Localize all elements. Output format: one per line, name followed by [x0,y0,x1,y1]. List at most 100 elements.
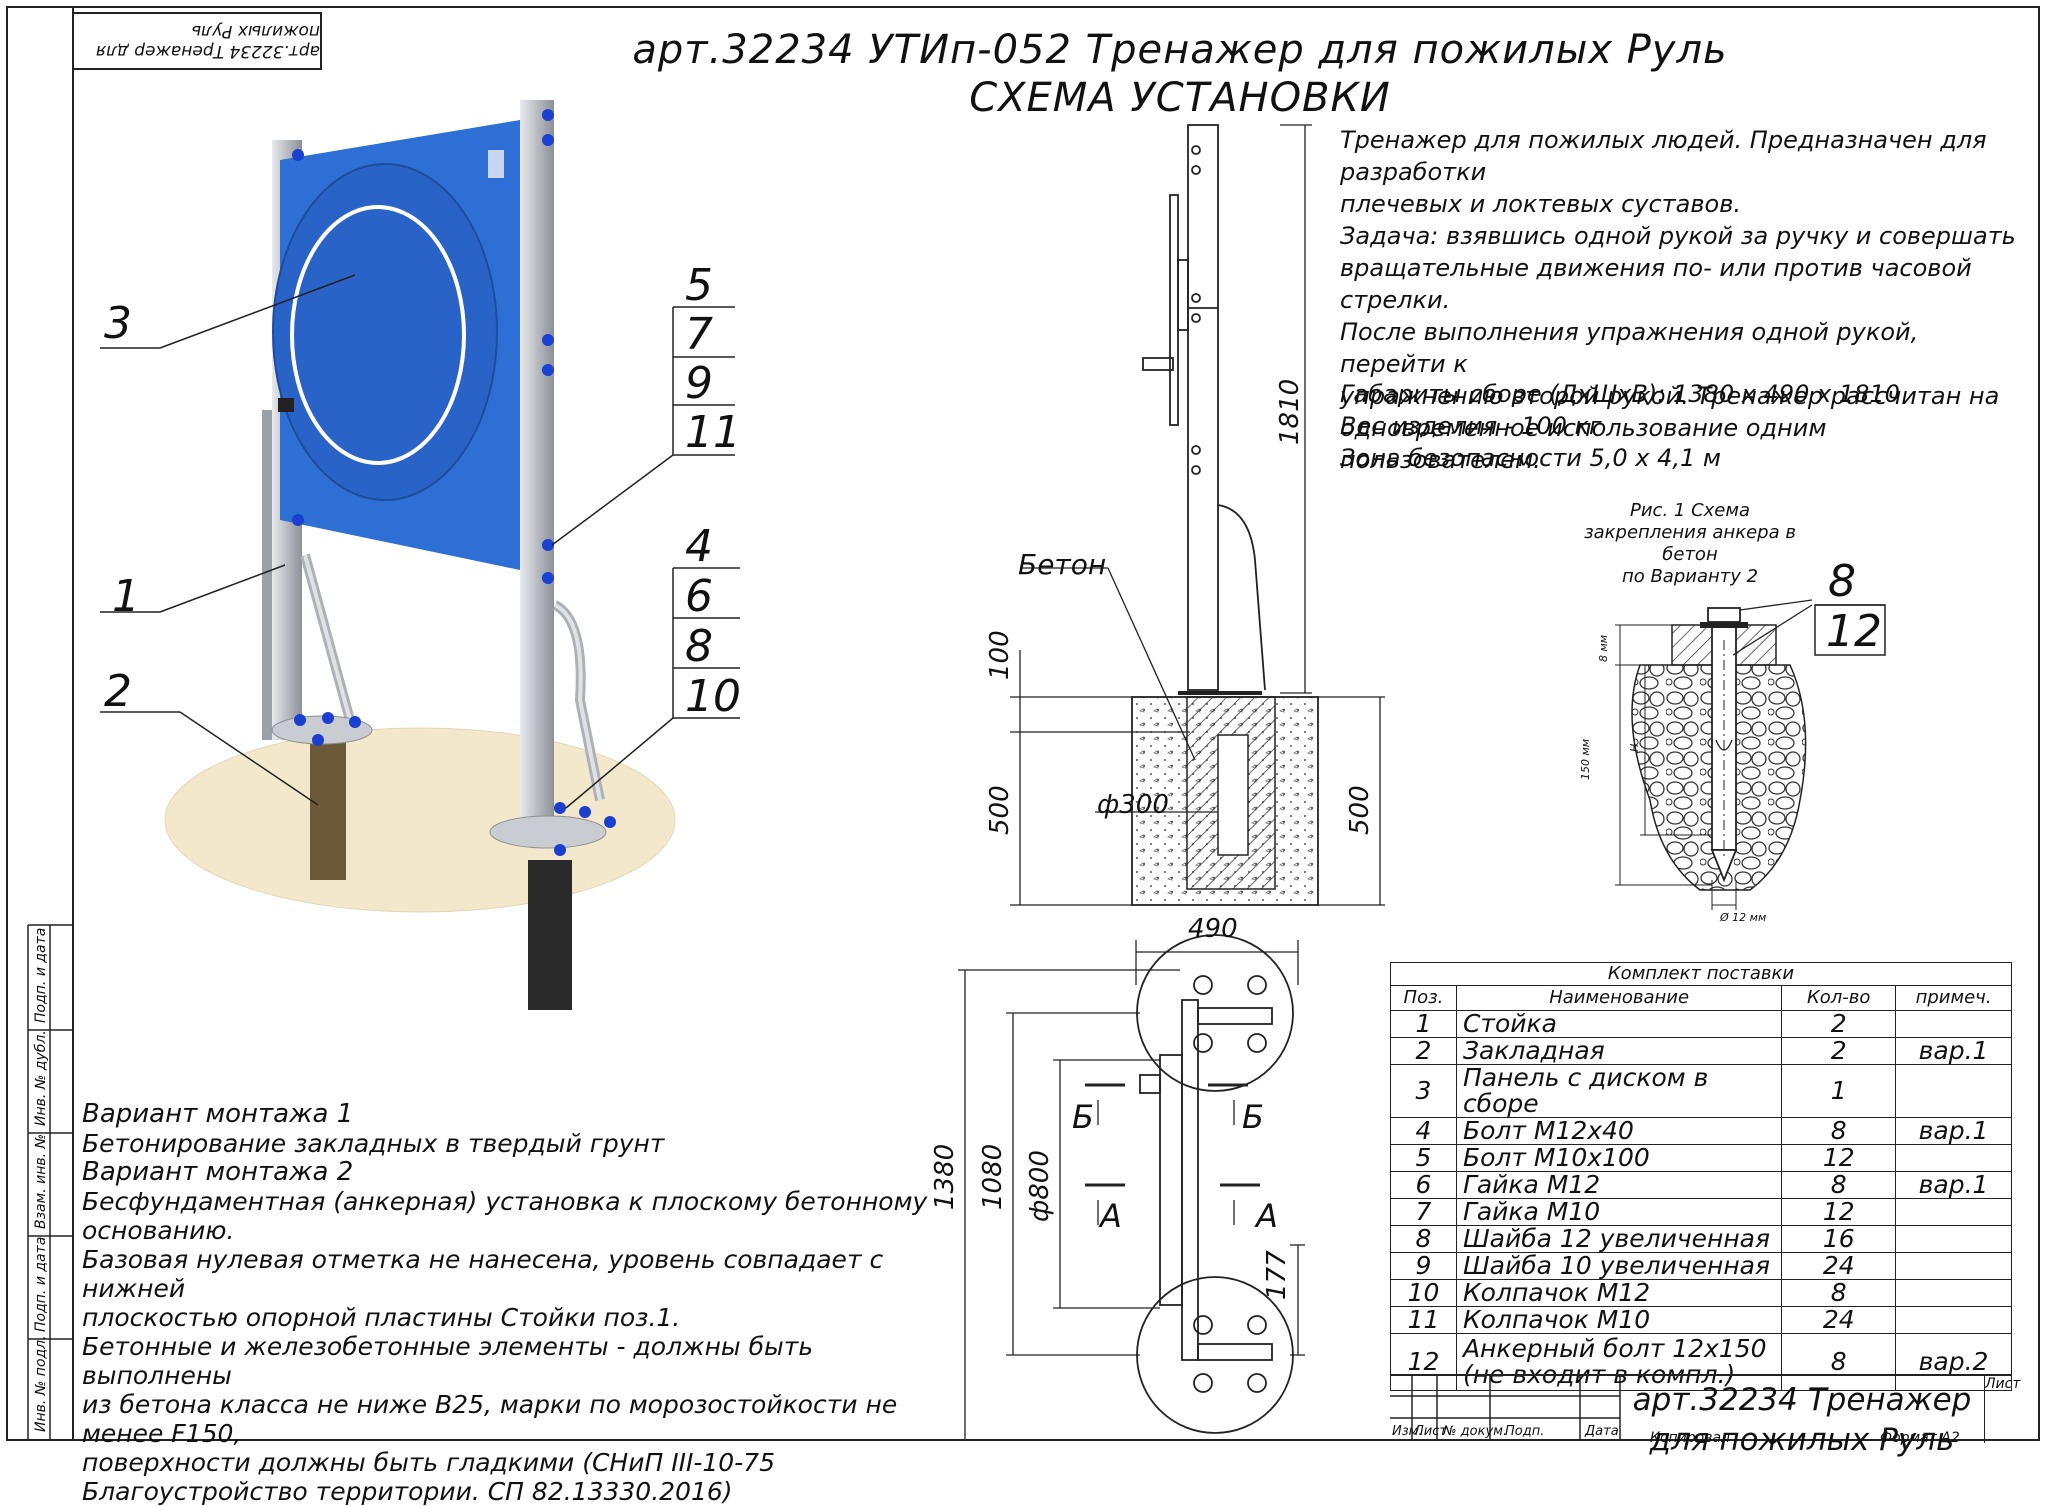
kit-cell-name: Колпачок М12 [1455,1279,1783,1307]
kit-cell-note [1895,1306,2012,1334]
kit-caption: Комплект поставки [1390,962,2012,986]
kit-cell-pos: 10 [1390,1279,1457,1307]
kit-cell-name: Панель с диском в сборе [1455,1064,1783,1118]
dim-100: 100 [985,630,1015,680]
kit-cell-note: вар.1 [1895,1171,2012,1199]
callout-7: 7 [685,309,713,360]
dimensions-line: Зона безопасности 5,0 х 4,1 м [1340,444,1722,472]
kit-cell-name: Шайба 12 увеличенная [1455,1225,1783,1253]
callout-1: 1 [112,571,140,622]
caption-line: Рис. 1 Схема [1630,500,1750,521]
kit-table: Комплект поставки Поз. Наименование Кол-… [1390,962,2012,1391]
callout-10: 10 [685,671,741,722]
note-heading: Вариант монтажа 2 [82,1157,354,1187]
kit-cell-pos: 1 [1390,1010,1457,1038]
kit-cell-note [1895,1198,2012,1226]
kit-cell-pos: 9 [1390,1252,1457,1280]
equipment-illustration [164,100,676,1010]
side-stamp-label: Подп. и дата [33,927,49,1023]
top-view-dimensions [958,969,1305,1441]
anchor-dim-150: 150 мм [1579,738,1592,780]
tb-col-date: Дата [1585,1424,1619,1439]
note-line: из бетона класса не ниже В25, марки по м… [82,1390,898,1448]
kit-cell-name: Стойка [1455,1010,1783,1038]
side-stamp-label: Инв. № подл. [33,1335,49,1432]
tb-col-list: Лист [1414,1424,1447,1439]
description-line: Задача: взявшись одной рукой за ручку и … [1340,222,2016,250]
kit-cell-qty: 2 [1781,1037,1897,1065]
kit-cell-qty: 8 [1781,1171,1897,1199]
title-line-2: СХЕМА УСТАНОВКИ [969,75,1391,121]
side-stamp-label: Подп. и дата [33,1236,49,1332]
note-line: Бесфундаментная (анкерная) установка к п… [82,1187,928,1245]
kit-cell-pos: 2 [1390,1037,1457,1065]
page-title: арт.32234 УТИп-052 Тренажер для пожилых … [560,26,1800,122]
kit-header-note: примеч. [1895,985,2012,1011]
kit-cell-note [1895,1279,2012,1307]
kit-cell-qty: 12 [1781,1198,1897,1226]
kit-cell-qty: 8 [1781,1117,1897,1145]
top-view [1085,934,1294,1434]
kit-cell-pos: 8 [1390,1225,1457,1253]
caption-line: по Варианту 2 [1621,566,1759,587]
kit-cell-note [1895,1144,2012,1172]
kit-cell-pos: 7 [1390,1198,1457,1226]
caption-line: закрепления анкера в бетон [1584,522,1796,565]
callout-2: 2 [104,666,132,717]
product-dimensions: Габариты сборе (ДхШхВ): 1380 х 490 х 181… [1340,378,2020,474]
table-row: 12 Анкерный болт 12х150(не входит в комп… [1390,1333,2012,1391]
kit-cell-qty: 2 [1781,1010,1897,1038]
product-description: Тренажер для пожилых людей. Предназначен… [1340,124,2020,476]
callout-5: 5 [685,260,713,311]
drawing-sheet: арт.32234 Тренажер для пожилых Руль арт.… [6,6,2040,1506]
dim-300: ф300 [1097,790,1169,820]
callout-11: 11 [685,407,741,458]
dimensions-line: Вес изделия - 100 кг [1340,412,1602,440]
callout-8: 8 [685,621,713,672]
side-elevation [1142,124,1266,695]
kit-cell-note [1895,1225,2012,1253]
kit-cell-qty: 24 [1781,1252,1897,1280]
kit-cell-note: вар.1 [1895,1037,2012,1065]
callout-leaders [100,274,740,809]
kit-cell-name: Шайба 10 увеличенная [1455,1252,1783,1280]
kit-cell-qty: 16 [1781,1225,1897,1253]
dim-1080: 1080 [978,1143,1008,1210]
dim-490: 490 [1188,914,1238,944]
kit-cell-name: Болт М12х40 [1455,1117,1783,1145]
tb-col-doc: № докум. [1443,1424,1508,1439]
dim-177: 177 [1262,1250,1292,1300]
note-line: Благоустройство территории. СП 82.13330.… [82,1477,733,1506]
kit-cell-note [1895,1252,2012,1280]
tb-col-sign: Подп. [1505,1424,1545,1439]
callout-6: 6 [685,571,713,622]
note-heading: Вариант монтажа 1 [82,1099,354,1129]
kit-cell-pos: 11 [1390,1306,1457,1334]
kit-cell-qty: 1 [1781,1064,1897,1118]
titleblock-sheet-label: Лист [1985,1376,2021,1392]
side-stamp-label: Взам. инв. № [33,1133,49,1229]
tb-col-izm: Изм. [1392,1424,1423,1439]
description-line: Тренажер для пожилых людей. Предназначен… [1340,126,1987,186]
section-a-right: А [1256,1197,1278,1235]
anchor-dim-d12: Ø 12 мм [1720,911,1767,924]
anchor-figure [1615,599,1886,910]
kit-cell-name: Гайка М12 [1455,1171,1783,1199]
anchor-callout-12: 12 [1826,606,1882,657]
tb-copied: Копировал [1650,1430,1730,1446]
dim-800: ф800 [1025,1150,1055,1222]
titleblock-sheet: Лист [1984,1376,2020,1443]
kit-cell-qty: 8 [1781,1279,1897,1307]
callout-4: 4 [685,521,713,572]
anchor-dim-8mm: 8 мм [1597,634,1610,662]
kit-cell-note [1895,1064,2012,1118]
dim-500-left: 500 [985,785,1015,835]
figure-caption: Рис. 1 Схема закрепления анкера в бетон … [1570,500,1810,588]
